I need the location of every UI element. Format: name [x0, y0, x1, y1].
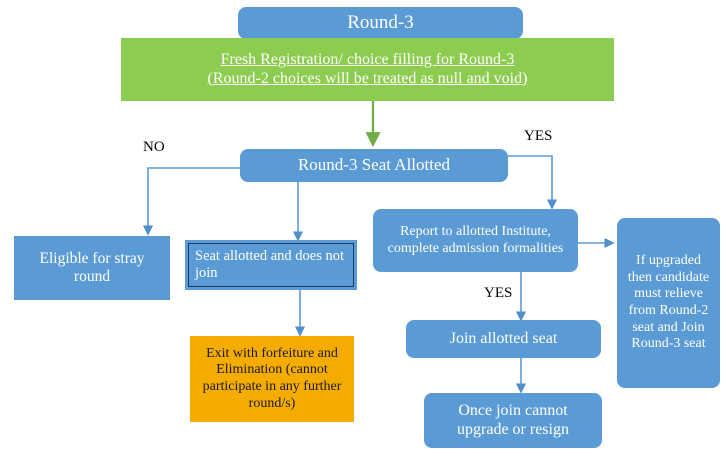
fresh-registration-line1: Fresh Registration/ choice filling for R… — [220, 50, 515, 68]
node-exit-forfeiture-label: Exit with forfeiture and Elimination (ca… — [202, 345, 342, 411]
node-seat-allotted-label: Round-3 Seat Allotted — [297, 155, 451, 175]
edge-label-yes-right: YES — [524, 128, 553, 144]
node-report-label: Report to allotted Institute, complete a… — [387, 223, 564, 256]
edge-label-yes-bottom: YES — [484, 285, 513, 301]
node-if-upgraded-relieve[interactable]: If upgraded then candidate must relieve … — [617, 218, 720, 388]
node-round3-header-label: Round-3 — [347, 11, 414, 33]
node-round3-header[interactable]: Round-3 — [238, 7, 523, 39]
node-report-to-institute[interactable]: Report to allotted Institute, complete a… — [373, 209, 578, 272]
node-if-upgraded-label: If upgraded then candidate must relieve … — [627, 253, 710, 352]
node-eligible-stray-round[interactable]: Eligible for stray round — [14, 236, 170, 300]
node-seat-allotted-not-join[interactable]: Seat allotted and does not join — [188, 243, 354, 287]
node-eligible-stray-label: Eligible for stray round — [39, 249, 145, 285]
node-round3-seat-allotted[interactable]: Round-3 Seat Allotted — [240, 149, 508, 182]
node-fresh-registration[interactable]: Fresh Registration/ choice filling for R… — [121, 38, 614, 101]
node-exit-forfeiture[interactable]: Exit with forfeiture and Elimination (ca… — [190, 336, 354, 422]
node-join-allotted-seat[interactable]: Join allotted seat — [406, 320, 601, 358]
node-once-join-label: Once join cannot upgrade or resign — [457, 401, 569, 438]
edge-label-no: NO — [143, 139, 165, 155]
node-once-join-cannot-upgrade[interactable]: Once join cannot upgrade or resign — [424, 393, 602, 448]
fresh-registration-line2: (Round-2 choices will be treated as null… — [207, 69, 528, 87]
node-join-allotted-label: Join allotted seat — [449, 329, 558, 347]
edge-no-to-stray-round — [142, 167, 241, 236]
node-seat-not-join-label: Seat allotted and does not join — [195, 247, 344, 281]
edge-yes-to-report — [508, 155, 558, 210]
